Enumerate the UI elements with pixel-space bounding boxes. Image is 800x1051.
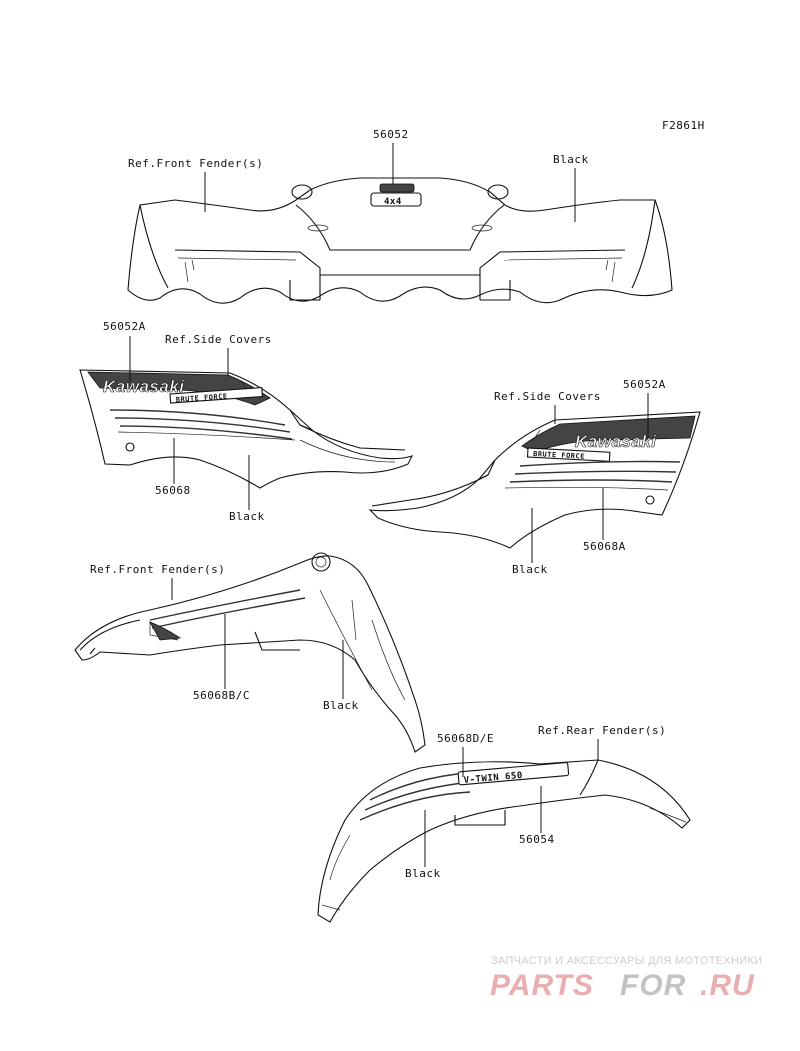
rear-vtwin-badge	[457, 762, 570, 786]
watermark-brand-for: FOR	[620, 969, 686, 1002]
label-left-black: Black	[229, 510, 265, 523]
right-bruteforce-badge	[526, 447, 611, 462]
label-rear-black: Black	[405, 867, 441, 880]
top-decal-upper	[379, 183, 415, 193]
left-bruteforce-text: BRUTE FORCE	[176, 392, 228, 404]
label-left-part-b: 56068	[155, 484, 191, 497]
label-front-part: 56068B/C	[193, 689, 250, 702]
top-4x4-text: 4x4	[384, 197, 402, 207]
watermark-brand-parts: PARTS	[490, 969, 594, 1002]
label-rear-part-b: 56054	[519, 833, 555, 846]
label-top-ref: Ref.Front Fender(s)	[128, 157, 263, 170]
label-front-black: Black	[323, 699, 359, 712]
label-rear-part-a: 56068D/E	[437, 732, 494, 745]
left-side-cover: Kawasaki BRUTE FORCE	[79, 369, 414, 489]
right-kawasaki-logo: Kawasaki	[575, 432, 657, 451]
right-bruteforce-text: BRUTE FORCE	[533, 450, 585, 461]
label-top-black: Black	[553, 153, 589, 166]
front-fender-side	[74, 552, 426, 753]
label-right-part-b: 56068A	[583, 540, 626, 553]
label-top-part: 56052	[373, 128, 409, 141]
label-rear-ref: Ref.Rear Fender(s)	[538, 724, 666, 737]
label-left-part-a: 56052A	[103, 320, 146, 333]
label-left-ref: Ref.Side Covers	[165, 333, 272, 346]
left-bruteforce-badge	[169, 386, 263, 404]
label-front-ref: Ref.Front Fender(s)	[90, 563, 225, 576]
rear-fender-side: V-TWIN 650	[317, 759, 691, 923]
top-4x4-decal	[370, 192, 422, 207]
label-right-ref: Ref.Side Covers	[494, 390, 601, 403]
figure-code: F2861H	[662, 119, 705, 132]
right-side-cover: Kawasaki BRUTE FORCE	[368, 411, 701, 549]
watermark: ЗАПЧАСТИ И АКСЕССУАРЫ ДЛЯ МОТОТЕХНИКИ PA…	[490, 955, 762, 1002]
front-fender-decal-tip	[149, 621, 182, 641]
watermark-tagline: ЗАПЧАСТИ И АКСЕССУАРЫ ДЛЯ МОТОТЕХНИКИ	[491, 955, 762, 967]
label-right-part-a: 56052A	[623, 378, 666, 391]
front-fender-top-view: 4x4	[127, 177, 673, 304]
watermark-brand-ru: .RU	[700, 969, 755, 1002]
label-right-black: Black	[512, 563, 548, 576]
left-kawasaki-logo: Kawasaki	[103, 377, 185, 396]
